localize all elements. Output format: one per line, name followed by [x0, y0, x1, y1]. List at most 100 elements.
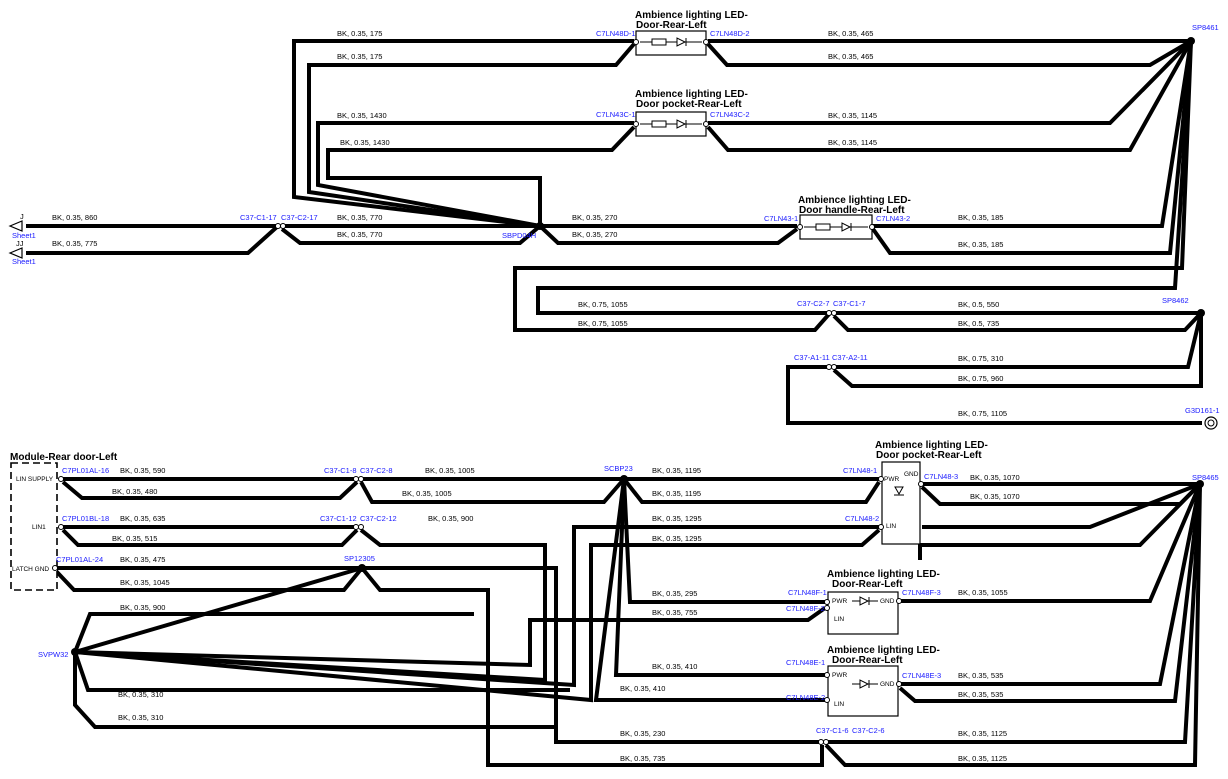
led-handle-rear-title1: Ambience lighting LED-: [798, 195, 911, 206]
led-pocket-rear-title2: Door pocket-Rear-Left: [636, 99, 742, 110]
wire-label: BK, 0.35, 535: [958, 671, 1003, 680]
c37c2-12-label: C37-C2-12: [360, 514, 397, 523]
c37c1-8-pin: [353, 476, 359, 482]
offpage-arrows: [8, 220, 23, 259]
svpw32-dot: [71, 648, 79, 656]
wire-0p75-1105: [786, 365, 1202, 425]
c37c2-6-label: C37-C2-6: [852, 726, 885, 735]
sp12305-dot: [358, 564, 366, 572]
wire-label: BK, 0.35, 590: [120, 466, 165, 475]
wire-c2-6-upper: [826, 483, 1202, 744]
led48e-title2: Door-Rear-Left: [832, 655, 903, 666]
module-rear-door-dashed-box: [10, 462, 58, 591]
wire-43-2-lower: [871, 40, 1193, 255]
wire-label: BK, 0.35, 465: [828, 52, 873, 61]
led-door-rear-resistor-icon: [651, 38, 667, 46]
c37c1-17-pin: [275, 223, 281, 229]
led-pocket-rear-diode-icon: [676, 119, 687, 129]
wire-label: BK, 0.35, 900: [120, 603, 165, 612]
wire-label: BK, 0.35, 770: [337, 213, 382, 222]
led-handle-rear-component: [797, 214, 875, 240]
led-handle-rear-pin1: [797, 224, 803, 230]
wire-48-2-upper: [74, 525, 879, 688]
wire-sp12305-down: [360, 566, 824, 767]
wire-48e-2: [593, 478, 825, 702]
led48f-pin1-label: C7LN48F-1: [788, 588, 827, 597]
j-arrow: [8, 220, 23, 232]
sp12305-label: SP12305: [344, 554, 375, 563]
wire-latch-gnd-lower: [54, 566, 364, 592]
wire-label: BK, 0.35, 1045: [120, 578, 170, 587]
c37c1-7-pin: [831, 310, 837, 316]
led48-gnd-label: GND: [904, 471, 919, 478]
sp8462-dot: [1197, 309, 1205, 317]
c37c2-12-pin: [358, 524, 364, 530]
wire-label: BK, 0.75, 960: [958, 374, 1003, 383]
wire-jj: [26, 224, 280, 255]
module-c3-label: C7PL01AL-24: [56, 555, 103, 564]
led48e-gnd-label: GND: [880, 681, 895, 688]
wire-label: BK, 0.35, 775: [52, 239, 97, 248]
inline-connectors: [275, 223, 837, 745]
wire-0p75-960: [832, 313, 1203, 388]
led48f-gnd-label: GND: [880, 598, 895, 605]
c37c2-8-pin: [358, 476, 364, 482]
module-pin-lin-supply: [58, 476, 64, 482]
sp8461-dot: [1187, 37, 1195, 45]
wire-0p75-1055-upper: [513, 40, 1193, 332]
module-pin1-label: LIN SUPPLY: [16, 476, 54, 483]
led48e-pin3-label: C7LN48E-3: [902, 671, 941, 680]
led48e-lin-label: LIN: [834, 701, 844, 708]
wire-43-2-upper: [873, 40, 1193, 228]
led48e-title1: Ambience lighting LED-: [827, 645, 940, 656]
wire-48e-3-upper: [900, 483, 1202, 686]
module-pin-lin1: [58, 524, 64, 530]
wire-label: BK, 0.35, 480: [112, 487, 157, 496]
led-pocket-rear-title1: Ambience lighting LED-: [635, 89, 748, 100]
led48f-pwr-label: PWR: [832, 598, 847, 605]
c37c1-12-label: C37-C1-12: [320, 514, 357, 523]
led48f-component: [824, 591, 902, 635]
led-handle-rear-resistor-icon: [815, 223, 831, 231]
led-pocket-rear-pin2: [703, 121, 709, 127]
splice-dots: [71, 37, 1205, 656]
led48e-pin2: [824, 697, 830, 703]
wire-label: BK, 0.75, 1055: [578, 319, 628, 328]
wire-label: BK, 0.35, 770: [337, 230, 382, 239]
module-pin-latch-gnd: [52, 565, 58, 571]
wire-label: BK, 0.35, 735: [620, 754, 665, 763]
c37c1-6-label: C37-C1-6: [816, 726, 849, 735]
wire-d1-lower: [307, 42, 636, 228]
led-pocket-rear-pin2-label: C7LN43C-2: [710, 110, 750, 119]
led48f-pin2-label: C7LN48F-2: [786, 604, 825, 613]
led48-pin3: [918, 481, 924, 487]
jj-label: JJ: [16, 239, 24, 248]
c37c1-6-pin: [818, 739, 824, 745]
wire-label: BK, 0.35, 535: [958, 690, 1003, 699]
led48f-pin2: [824, 605, 830, 611]
wire-c2-17-lower: [280, 224, 542, 245]
wire-c2-8-lower: [359, 477, 626, 504]
led48-pin1: [878, 476, 884, 482]
sp8462-label: SP8462: [1162, 296, 1189, 305]
led-handle-rear-pin2-label: C7LN43-2: [876, 214, 910, 223]
led48e-component: [824, 665, 902, 717]
wire-c1-upper: [316, 121, 634, 228]
wire-48e-3-lower: [898, 483, 1202, 703]
led-door-rear-pin2: [703, 39, 709, 45]
wire-sp12305-right: [362, 566, 822, 744]
led-door-rear-pin1: [633, 39, 639, 45]
top-wires: [26, 39, 1203, 425]
wire-48f-2: [74, 606, 827, 668]
c37c1-8-label: C37-C1-8: [324, 466, 357, 475]
wire-label: BK, 0.35, 1145: [828, 111, 877, 120]
c37c2-8-label: C37-C2-8: [360, 466, 393, 475]
wire-c2-6-lower: [824, 483, 1202, 767]
wire-label: BK, 0.35, 1195: [652, 489, 701, 498]
c37c1-7-label: C37-C1-7: [833, 299, 866, 308]
c37c2-17-label: C37-C2-17: [281, 213, 318, 222]
wire-label: BK, 0.35, 515: [112, 534, 157, 543]
ground-label: G3D161-1: [1185, 406, 1220, 415]
wire-label: BK, 0.35, 175: [337, 29, 382, 38]
